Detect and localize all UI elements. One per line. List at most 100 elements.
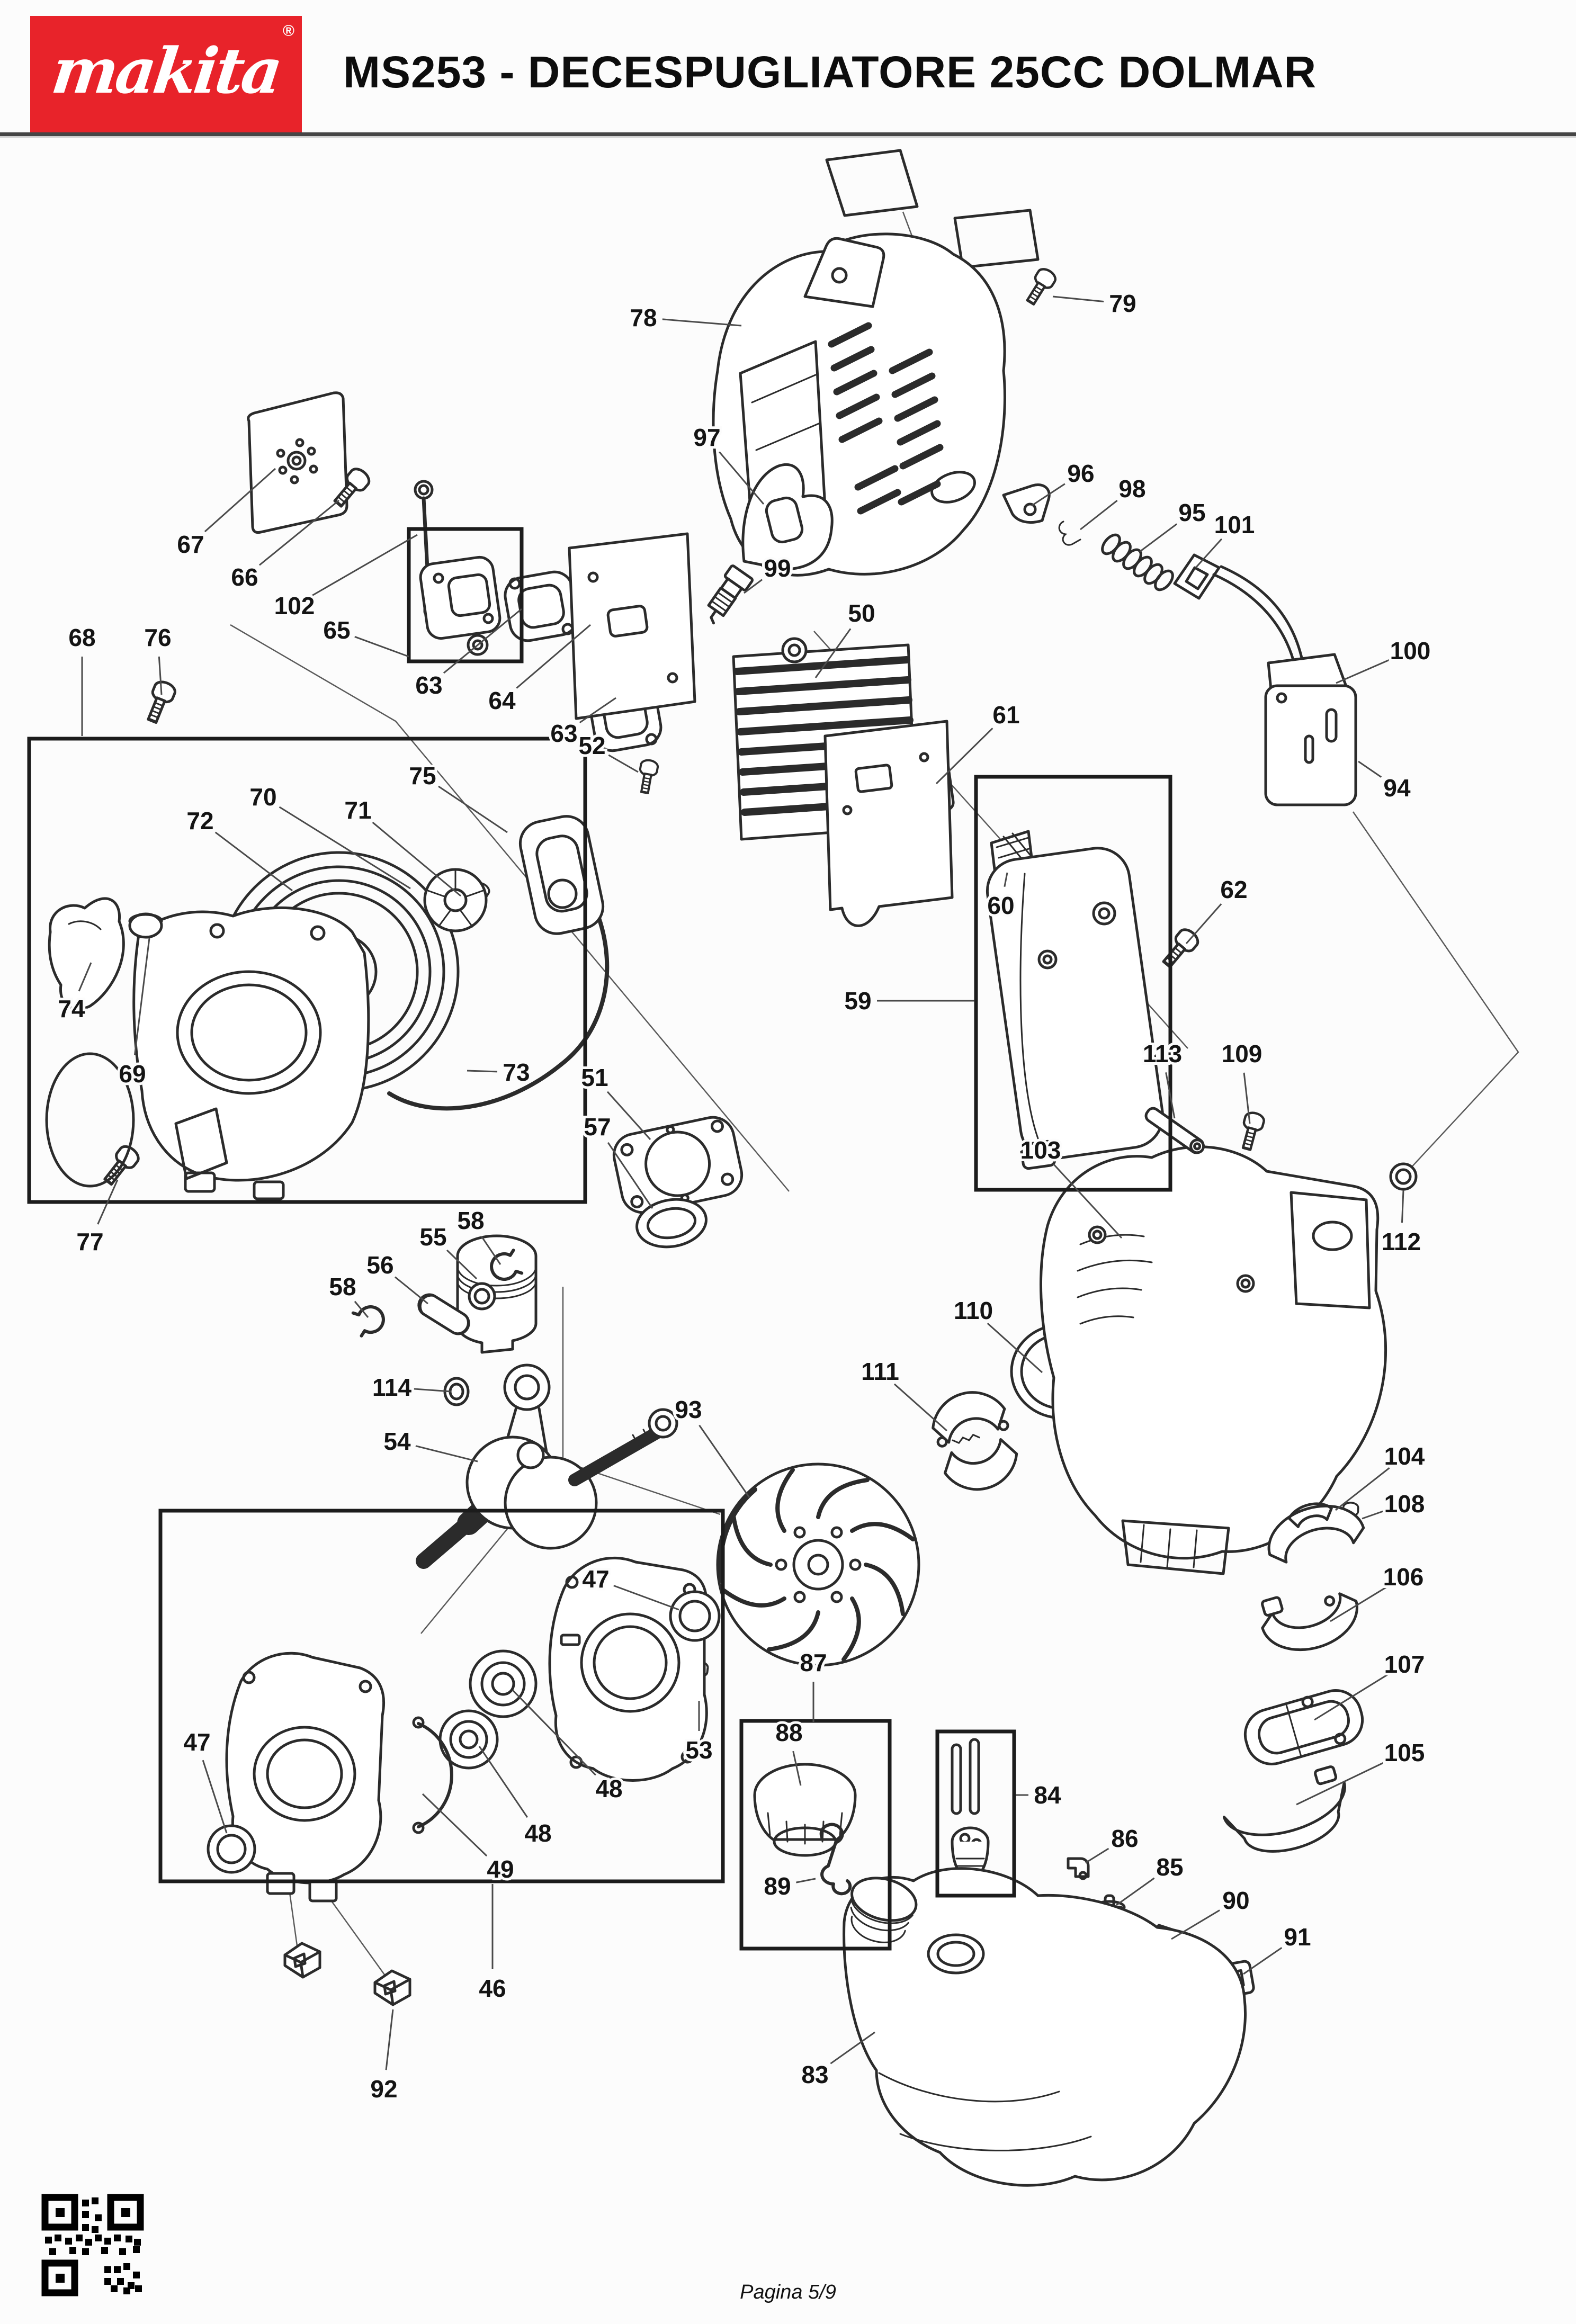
part-callout: 59 [844,987,871,1015]
part-callout: 113 [1143,1040,1182,1067]
leader-line [1031,483,1065,507]
registered-mark-icon: ® [282,22,294,40]
muffler-bracket [823,720,954,927]
rope-pulley [423,868,488,932]
leader-line [607,1142,653,1209]
part-callout: 51 [581,1064,608,1091]
part-callout: 101 [1214,511,1255,539]
part-callout: 46 [479,1975,506,2002]
part-callout: 79 [1109,290,1136,317]
part-callout: 66 [231,563,258,591]
part-callout: 109 [1222,1040,1262,1067]
part-callout: 107 [1384,1650,1425,1678]
part-callout: 65 [323,616,350,644]
part-callout: 92 [370,2075,397,2103]
part-callout: 108 [1384,1490,1425,1518]
clamp-upper-104 [1267,1502,1365,1564]
part-callout: 87 [800,1649,827,1676]
crankcase-right [548,1556,708,1782]
fuel-cap-box [739,1719,892,1951]
bolt-109 [1238,1111,1266,1151]
grip-housing [518,815,605,935]
leader-line [606,1091,651,1141]
leader-line [310,534,418,597]
part-callout: 75 [409,762,436,789]
part-callout: 99 [764,554,791,582]
cylinder-gasket-51 [612,1116,744,1214]
leader-line [1243,1947,1283,1975]
part-callout: 61 [992,701,1019,729]
fuel-tank [843,1867,1247,2187]
fuel-pickup [951,1738,990,1875]
leader-line [410,1388,452,1393]
circlip-58b [351,1305,385,1338]
leader-line [1165,1072,1176,1119]
leader-line [478,1746,529,1818]
leader-line [987,1322,1043,1374]
part-callout: 93 [675,1396,702,1423]
part-callout: 73 [503,1058,530,1086]
part-callout: 77 [76,1228,103,1255]
page-number: Pagina 5/9 [740,2281,836,2303]
leader-line [415,1445,478,1462]
part-callout: 63 [550,720,577,747]
part-callout: 83 [801,2061,828,2088]
leader-line [372,821,461,897]
part-callout: 90 [1222,1887,1249,1914]
part-callout: 106 [1383,1563,1424,1591]
leader-line [1085,1847,1109,1864]
leader-line [662,318,742,327]
recoil-starter-box [27,737,587,1204]
part-callout: 102 [274,592,315,620]
leader-line [1185,903,1222,944]
starter-housing [132,906,370,1200]
part-callout: 55 [419,1223,446,1251]
part-callout: 67 [177,531,204,558]
part-callout: 110 [954,1297,993,1324]
muffler [986,847,1165,1170]
leader-line [1401,1190,1404,1223]
leader-line [443,608,522,674]
part-callout: 48 [524,1819,551,1847]
clamp-sleeve-107 [1243,1689,1364,1765]
leader-line [1362,1509,1387,1520]
piston-pin [417,1293,470,1335]
gasket-63a [504,570,579,642]
part-callout: 86 [1111,1825,1138,1852]
leader-line [1171,1909,1220,1940]
part-callout: 111 [861,1358,899,1385]
header-rule [0,132,1576,136]
part-callout: 62 [1220,876,1247,903]
leader-line [204,468,276,533]
part-callout: 50 [848,599,875,627]
leader-line [354,1300,369,1318]
leader-line [1336,658,1393,684]
clamp-sleeve-105 [1222,1765,1346,1853]
part-callout: 48 [595,1775,622,1802]
leader-line [385,2009,394,2070]
part-callout: 71 [344,796,371,824]
part-callout: 52 [578,732,605,759]
leader-line [1116,1877,1155,1906]
muffler-box [974,775,1172,1192]
sticker-side [953,209,1040,269]
leader-line [1314,1673,1389,1721]
part-callout: 74 [58,995,85,1022]
oil-seal-47-left [207,1824,256,1874]
leader-line [438,785,508,833]
part-callout: 70 [249,783,276,811]
part-callout: 56 [366,1251,393,1279]
leader-line [214,831,293,892]
part-callout: 54 [383,1428,411,1455]
part-callout: 47 [183,1728,210,1756]
leader-line [512,1689,596,1776]
carburetor-box [407,527,524,663]
leader-line [1358,760,1382,778]
oil-seal-47-right [669,1590,721,1642]
leader-line [1195,538,1223,569]
part-callout: 57 [584,1113,611,1141]
part-callout: 84 [1034,1781,1061,1809]
intake-elbow [741,463,834,571]
bolt-76 [142,679,177,725]
